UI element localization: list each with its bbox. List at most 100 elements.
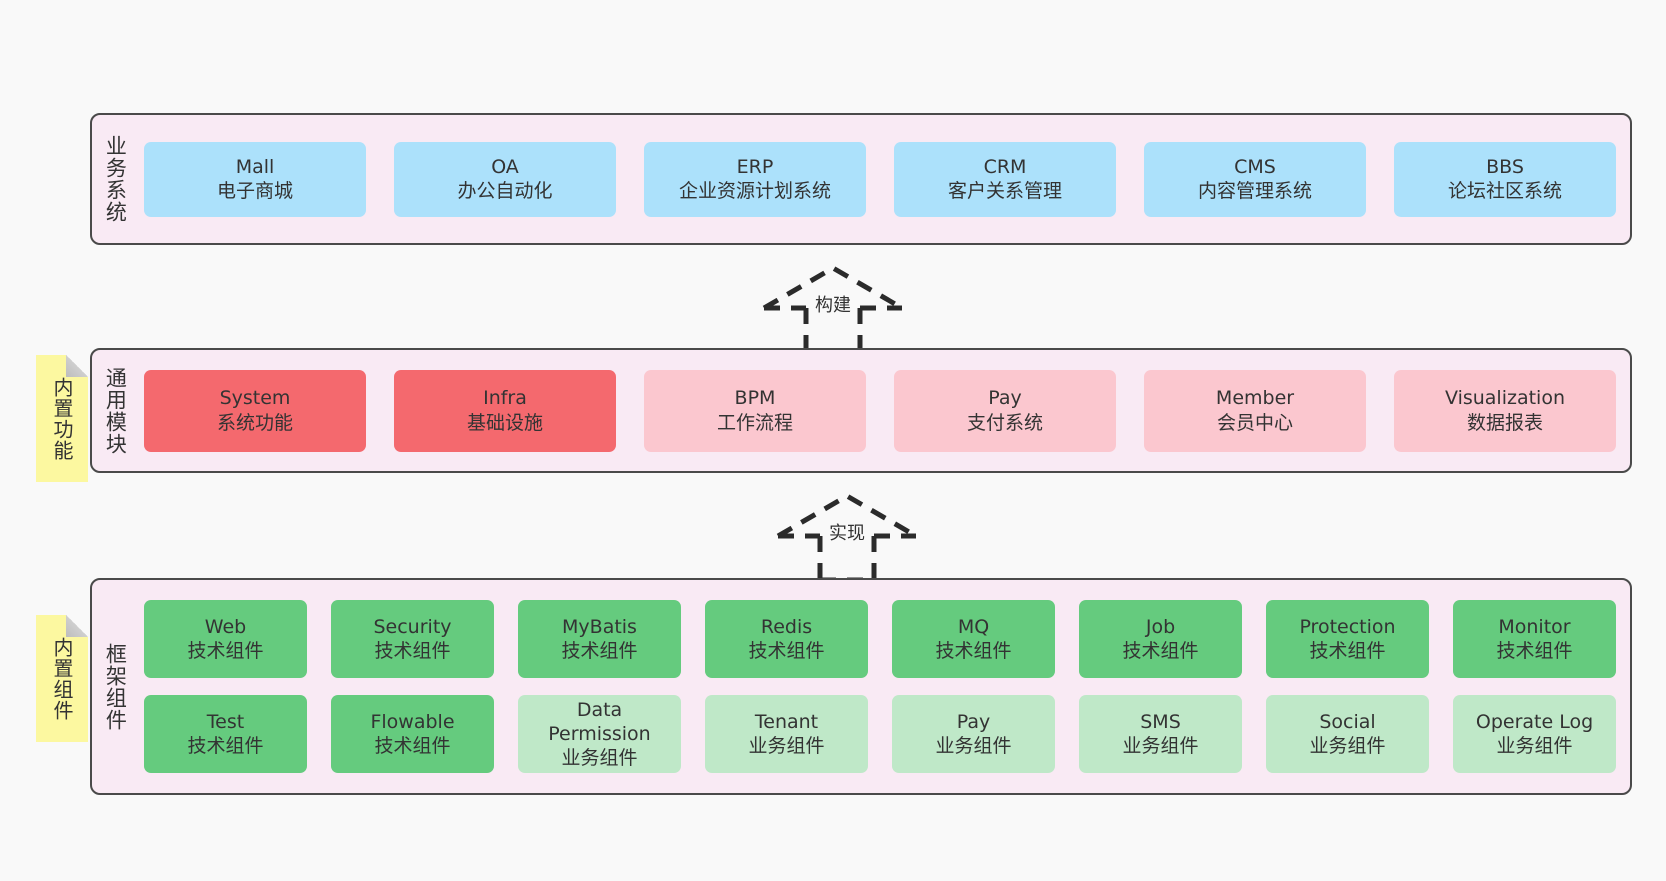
node-tenant[interactable]: Tenant 业务组件 xyxy=(705,695,868,773)
connector-build-label: 构建 xyxy=(815,295,851,316)
note-builtin-components-text: 内置组件 xyxy=(50,636,74,721)
node-bbs-cn: 论坛社区系统 xyxy=(1447,180,1562,202)
layer-business-system-body: Mall 电子商城 OA 办公自动化 ERP 企业资源计划系统 CRM 客户关系… xyxy=(138,115,1630,243)
node-bpm-en: BPM xyxy=(734,387,776,410)
node-mall-cn: 电子商城 xyxy=(216,180,293,202)
node-member-en: Member xyxy=(1215,387,1295,410)
node-member[interactable]: Member 会员中心 xyxy=(1144,369,1366,452)
node-security-en: Security xyxy=(373,615,452,638)
node-mq-cn: 技术组件 xyxy=(935,640,1012,662)
note-builtin-features: 内置功能 xyxy=(36,355,88,482)
node-job-en: Job xyxy=(1145,615,1176,638)
layer-framework-component-body: Web 技术组件 Security 技术组件 MyBatis 技术组件 Redi… xyxy=(138,580,1630,793)
node-pay-module-cn: 支付系统 xyxy=(966,411,1043,434)
node-mq-en: MQ xyxy=(957,615,990,638)
framework-business-row: Test 技术组件 Flowable 技术组件 Data Permission … xyxy=(144,695,1616,773)
node-data-permission-en: Data Permission xyxy=(548,698,651,745)
node-social[interactable]: Social 业务组件 xyxy=(1266,695,1429,773)
connector-build: 构建 xyxy=(758,262,908,355)
node-protection-en: Protection xyxy=(1299,615,1396,638)
node-oa-cn: 办公自动化 xyxy=(457,180,553,202)
node-visualization-cn: 数据报表 xyxy=(1466,411,1543,434)
node-flowable[interactable]: Flowable 技术组件 xyxy=(331,695,494,773)
node-bpm-cn: 工作流程 xyxy=(716,411,793,434)
layer-framework-component: 框架组件 Web 技术组件 Security 技术组件 MyBatis 技术组件… xyxy=(90,578,1632,795)
node-visualization[interactable]: Visualization 数据报表 xyxy=(1394,369,1616,452)
node-operate-log-en: Operate Log xyxy=(1475,710,1594,733)
node-system-cn: 系统功能 xyxy=(216,411,293,434)
business-node-row: Mall 电子商城 OA 办公自动化 ERP 企业资源计划系统 CRM 客户关系… xyxy=(144,141,1616,217)
node-cms-cn: 内容管理系统 xyxy=(1197,180,1312,202)
node-mall[interactable]: Mall 电子商城 xyxy=(144,141,366,217)
node-cms[interactable]: CMS 内容管理系统 xyxy=(1144,141,1366,217)
node-security-cn: 技术组件 xyxy=(374,640,451,662)
node-mybatis[interactable]: MyBatis 技术组件 xyxy=(518,600,681,678)
node-infra-en: Infra xyxy=(483,387,527,410)
node-mybatis-cn: 技术组件 xyxy=(561,640,638,662)
node-data-permission-cn: 业务组件 xyxy=(561,747,638,770)
node-tenant-en: Tenant xyxy=(754,710,819,733)
layer-framework-component-title: 框架组件 xyxy=(103,642,128,731)
layer-common-module-body: System 系统功能 Infra 基础设施 BPM 工作流程 Pay 支付系统… xyxy=(138,350,1630,471)
node-redis-en: Redis xyxy=(760,615,813,638)
node-social-en: Social xyxy=(1319,710,1376,733)
node-pay-module-en: Pay xyxy=(988,387,1022,410)
node-redis-cn: 技术组件 xyxy=(748,640,825,662)
node-system[interactable]: System 系统功能 xyxy=(144,369,366,452)
node-mybatis-en: MyBatis xyxy=(562,615,637,638)
node-bpm[interactable]: BPM 工作流程 xyxy=(644,369,866,452)
node-pay-component-en: Pay xyxy=(956,710,991,733)
node-infra[interactable]: Infra 基础设施 xyxy=(394,369,616,452)
node-social-cn: 业务组件 xyxy=(1309,735,1386,757)
note-builtin-features-text: 内置功能 xyxy=(50,376,74,461)
node-pay-component[interactable]: Pay 业务组件 xyxy=(892,695,1055,773)
node-oa[interactable]: OA 办公自动化 xyxy=(394,141,616,217)
note-builtin-components: 内置组件 xyxy=(36,615,88,742)
node-operate-log-cn: 业务组件 xyxy=(1496,735,1573,757)
node-bbs[interactable]: BBS 论坛社区系统 xyxy=(1394,141,1616,217)
node-system-en: System xyxy=(219,387,291,410)
node-flowable-en: Flowable xyxy=(370,710,455,733)
node-test-en: Test xyxy=(206,710,245,733)
node-protection-cn: 技术组件 xyxy=(1309,640,1386,662)
node-web-en: Web xyxy=(204,615,247,638)
node-mq[interactable]: MQ 技术组件 xyxy=(892,600,1055,678)
node-erp-en: ERP xyxy=(736,155,774,178)
node-tenant-cn: 业务组件 xyxy=(748,735,825,757)
node-oa-en: OA xyxy=(491,155,519,178)
node-web[interactable]: Web 技术组件 xyxy=(144,600,307,678)
layer-common-module: 通用模块 System 系统功能 Infra 基础设施 BPM 工作流程 Pay xyxy=(90,348,1632,473)
node-monitor-en: Monitor xyxy=(1498,615,1571,638)
node-sms-en: SMS xyxy=(1140,710,1181,733)
node-crm-en: CRM xyxy=(983,155,1027,178)
node-job[interactable]: Job 技术组件 xyxy=(1079,600,1242,678)
layer-business-system: 业务系统 Mall 电子商城 OA 办公自动化 ERP 企业资源计划系统 CRM xyxy=(90,113,1632,245)
node-erp-cn: 企业资源计划系统 xyxy=(678,180,831,202)
node-pay-component-cn: 业务组件 xyxy=(935,735,1012,757)
node-sms[interactable]: SMS 业务组件 xyxy=(1079,695,1242,773)
node-cms-en: CMS xyxy=(1234,155,1276,178)
node-crm-cn: 客户关系管理 xyxy=(947,180,1062,202)
node-protection[interactable]: Protection 技术组件 xyxy=(1266,600,1429,678)
node-data-permission[interactable]: Data Permission 业务组件 xyxy=(518,695,681,773)
node-crm[interactable]: CRM 客户关系管理 xyxy=(894,141,1116,217)
node-test[interactable]: Test 技术组件 xyxy=(144,695,307,773)
node-sms-cn: 业务组件 xyxy=(1122,735,1199,757)
common-node-row: System 系统功能 Infra 基础设施 BPM 工作流程 Pay 支付系统… xyxy=(144,369,1616,452)
framework-tech-row: Web 技术组件 Security 技术组件 MyBatis 技术组件 Redi… xyxy=(144,600,1616,678)
layer-business-system-title: 业务系统 xyxy=(103,135,128,223)
node-monitor[interactable]: Monitor 技术组件 xyxy=(1453,600,1616,678)
node-redis[interactable]: Redis 技术组件 xyxy=(705,600,868,678)
node-visualization-en: Visualization xyxy=(1444,387,1565,410)
layer-common-module-title: 通用模块 xyxy=(103,366,128,455)
node-flowable-cn: 技术组件 xyxy=(374,735,451,757)
node-monitor-cn: 技术组件 xyxy=(1496,640,1573,662)
node-security[interactable]: Security 技术组件 xyxy=(331,600,494,678)
node-job-cn: 技术组件 xyxy=(1122,640,1199,662)
node-operate-log[interactable]: Operate Log 业务组件 xyxy=(1453,695,1616,773)
connector-implement-label: 实现 xyxy=(829,523,865,544)
node-pay-module[interactable]: Pay 支付系统 xyxy=(894,369,1116,452)
node-bbs-en: BBS xyxy=(1486,155,1524,178)
node-erp[interactable]: ERP 企业资源计划系统 xyxy=(644,141,866,217)
